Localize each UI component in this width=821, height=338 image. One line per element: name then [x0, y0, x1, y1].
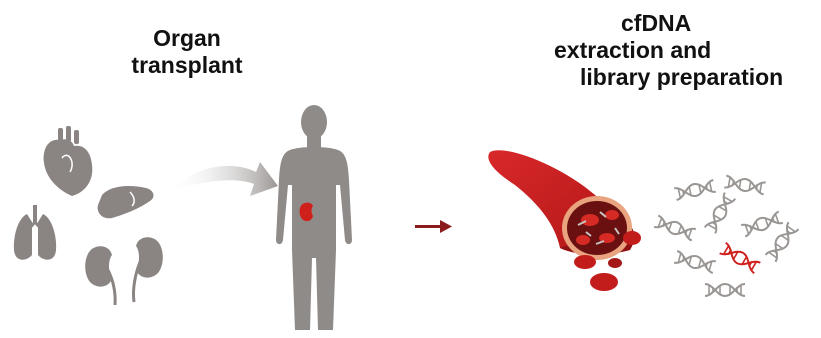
transplant-arrow: [168, 162, 278, 196]
dna-fragment-icon: [654, 176, 798, 296]
kidney-icon: [85, 237, 163, 305]
process-arrow: [415, 220, 452, 233]
blood-vessel-icon: [488, 150, 641, 291]
heart-icon: [44, 126, 93, 196]
lungs-icon: [14, 205, 56, 260]
human-body-icon: [276, 105, 352, 330]
liver-icon: [98, 186, 154, 218]
transplanted-kidney-icon: [300, 203, 313, 222]
